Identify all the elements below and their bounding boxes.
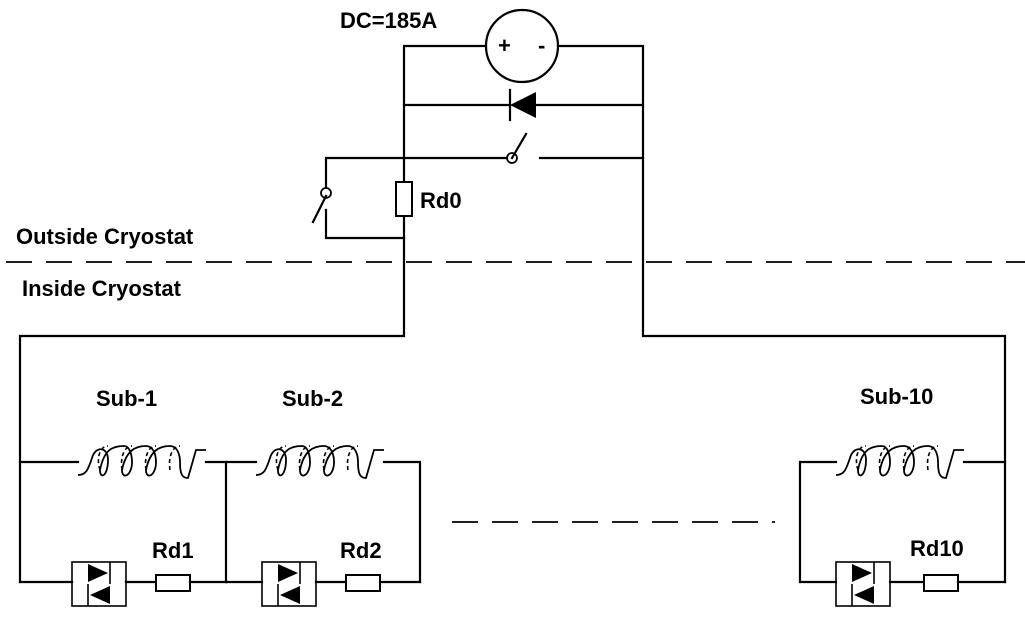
bypass-switch bbox=[311, 187, 332, 224]
supply-wiring bbox=[18, 44, 1007, 584]
source-label: DC=185A bbox=[340, 8, 437, 33]
rd0-label: Rd0 bbox=[420, 188, 462, 213]
dc-source: + - bbox=[484, 8, 560, 84]
subcoil-2 bbox=[224, 445, 422, 607]
subcoil-1 bbox=[18, 445, 228, 607]
source-minus: - bbox=[538, 33, 545, 58]
subcoil-10 bbox=[798, 445, 1007, 607]
outside-cryostat-label: Outside Cryostat bbox=[16, 224, 194, 249]
sub1-label: Sub-1 bbox=[96, 386, 157, 411]
rd2-label: Rd2 bbox=[340, 538, 382, 563]
dump-resistor-rd0 bbox=[395, 181, 413, 217]
main-switch bbox=[506, 132, 528, 164]
freewheel-diode bbox=[508, 88, 536, 122]
inside-cryostat-label: Inside Cryostat bbox=[22, 276, 182, 301]
rd1-label: Rd1 bbox=[152, 538, 194, 563]
sub2-label: Sub-2 bbox=[282, 386, 343, 411]
rd10-label: Rd10 bbox=[910, 536, 964, 561]
source-plus: + bbox=[498, 33, 511, 58]
sub10-label: Sub-10 bbox=[860, 384, 933, 409]
